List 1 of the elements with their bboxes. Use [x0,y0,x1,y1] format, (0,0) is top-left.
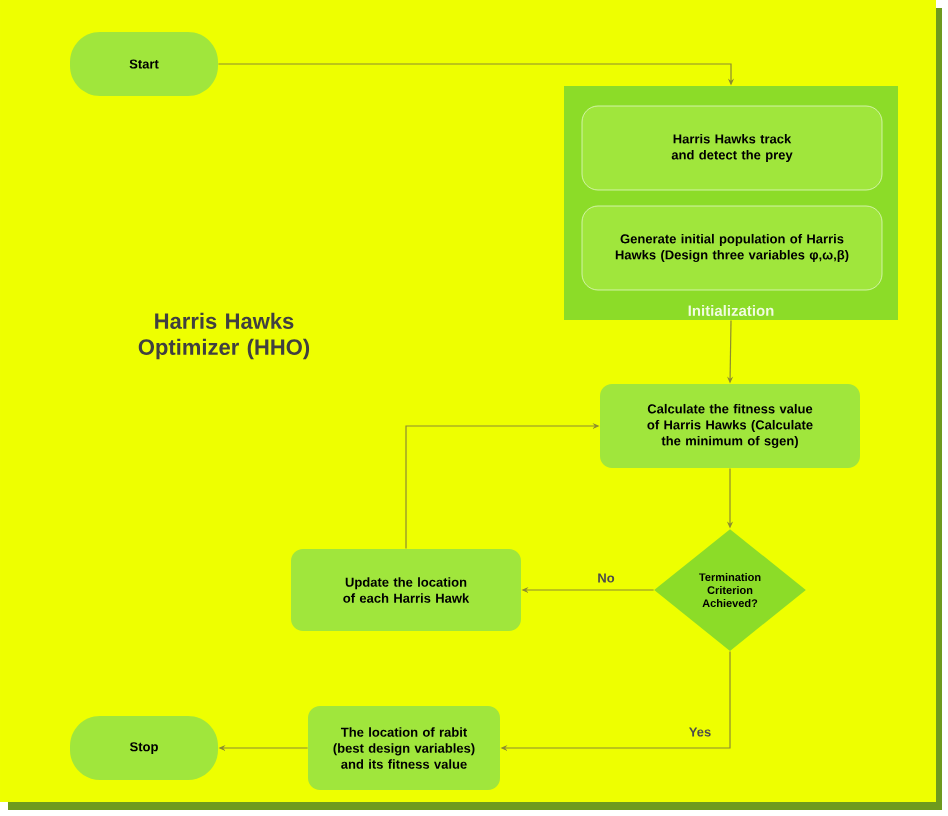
title: Harris Hawks Optimizer (HHO) [138,312,310,360]
